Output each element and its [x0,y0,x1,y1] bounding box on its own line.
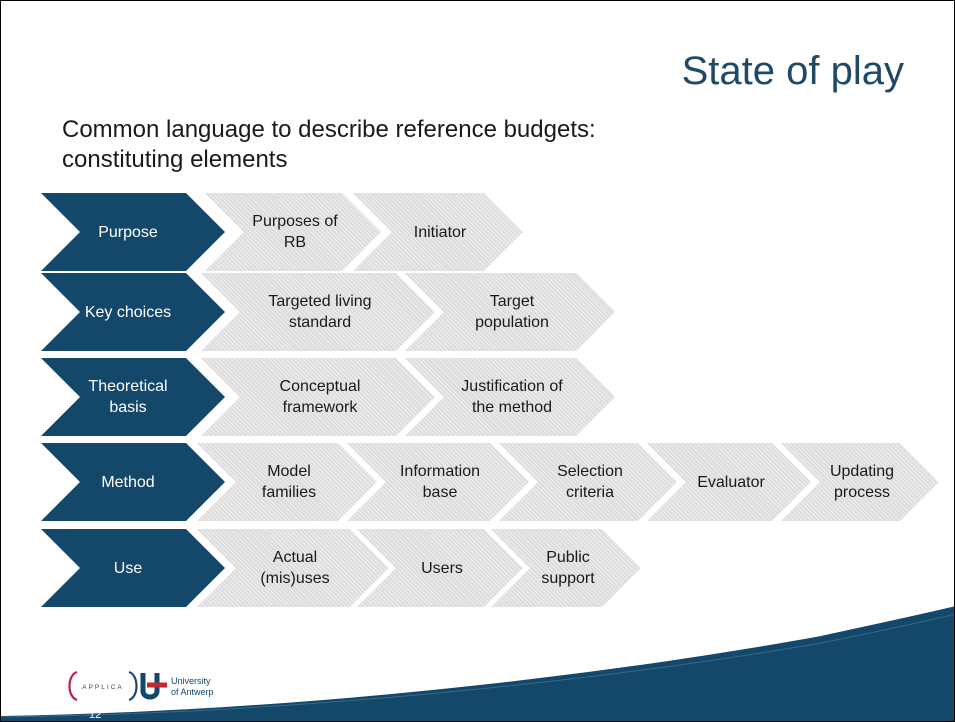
uantwerp-line-1: University [171,676,211,686]
category-label: Key choices [84,303,172,321]
applica-left-bracket [68,670,78,702]
slide-title: State of play [681,49,904,93]
category-chevron: Purpose [41,193,225,271]
element-label: Actual(mis)uses [260,549,330,587]
footer-wave-shape [1,606,954,721]
uantwerp-u-mark [140,673,160,700]
subtitle-line-1: Common language to describe reference bu… [62,116,596,143]
category-label: Method [101,473,155,491]
uantwerp-line-2: of Antwerp [171,687,214,697]
applica-right-bracket [128,670,138,702]
element-label: Users [421,559,463,577]
university-of-antwerp-logo: University of Antwerp [140,673,214,700]
element-chevron: Actual(mis)uses [197,529,389,607]
footer-wave-line [1,613,954,718]
subtitle-line-2: constituting elements [62,146,288,173]
category-label: Use [113,559,143,577]
page-number: 12 [89,709,102,721]
category-label: Purpose [98,223,158,241]
applica-wordmark: APPLICA [82,684,123,691]
footer-wave-decoration [1,606,954,721]
element-label: Initiator [413,223,467,241]
category-chevron: Key choices [41,273,225,351]
slide-subtitle: Common language to describe reference bu… [62,115,762,175]
footer-logos: APPLICA University of Antwerp [68,670,214,702]
category-chevron: Method [41,443,225,521]
element-label: Evaluator [697,473,765,491]
applica-logo: APPLICA [68,670,138,702]
